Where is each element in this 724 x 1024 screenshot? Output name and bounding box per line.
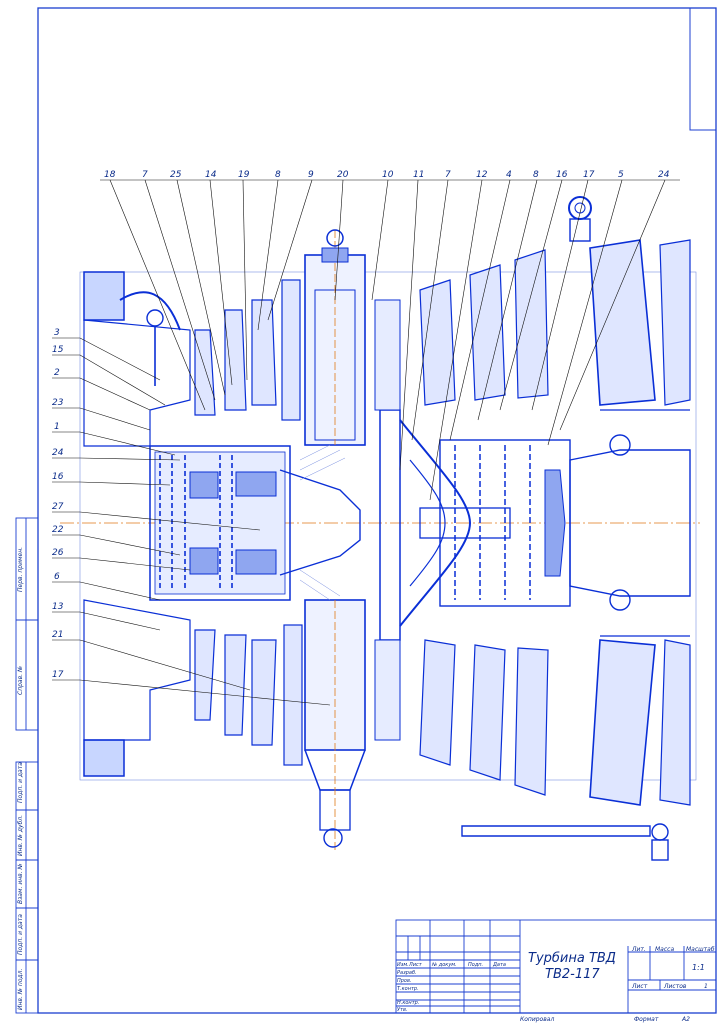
side-label-6: Инв. № подл. <box>17 969 24 1010</box>
callout-top-2: 25 <box>170 170 182 180</box>
left-shaft-block <box>149 445 361 601</box>
callout-left-6: 16 <box>52 472 64 482</box>
tb-row-2: Т.контр. <box>397 986 419 992</box>
turbine-disk <box>374 299 511 741</box>
callout-top-17: 24 <box>658 170 670 180</box>
tb-row-4: Н.контр. <box>397 1000 419 1006</box>
combustor-bottom <box>304 599 366 850</box>
callout-left-2: 2 <box>54 368 60 378</box>
inlet-housing <box>83 271 191 777</box>
combustor-top <box>304 229 366 446</box>
side-label-3: Инв. № дубл. <box>17 815 24 856</box>
footer-format-value: А2 <box>681 1016 690 1023</box>
callout-left-9: 26 <box>52 548 64 558</box>
left-blades-bottom <box>194 624 303 766</box>
callout-left-11: 13 <box>52 602 64 612</box>
callout-left-3: 23 <box>52 398 64 408</box>
tb-scale-value: 1:1 <box>692 963 705 972</box>
tb-header-1: Лист <box>408 962 423 968</box>
footer-format: Формат <box>634 1016 659 1023</box>
drawing-title-line2: ТВ2-117 <box>545 967 600 982</box>
right-blades-bottom <box>419 639 691 806</box>
tb-sheet-label: Лист <box>631 983 648 990</box>
callout-left-0: 3 <box>54 328 60 338</box>
callout-top-5: 8 <box>275 170 281 180</box>
drawing-title-line1: Турбина ТВД <box>528 951 616 966</box>
side-label-1: Справ. № <box>17 666 24 695</box>
callout-top-15: 17 <box>583 170 595 180</box>
side-label-0: Перв. примен. <box>17 547 24 592</box>
title-block <box>395 919 717 1014</box>
tb-header-4: Дата <box>492 962 506 968</box>
turbine-section-drawing <box>60 196 700 861</box>
side-label-4: Взам. инв. № <box>17 863 24 904</box>
callout-top-7: 20 <box>337 170 349 180</box>
linkage-rod <box>461 823 669 861</box>
outer-frame <box>37 7 717 1014</box>
tb-sheets-count: 1 <box>704 983 708 990</box>
tb-row-1: Пров. <box>397 978 412 984</box>
callout-top-3: 14 <box>205 170 217 180</box>
callout-left-13: 17 <box>52 670 64 680</box>
callout-top-1: 7 <box>142 170 148 180</box>
tb-col-scale: Масштаб <box>686 946 715 953</box>
callout-top-9: 11 <box>413 170 424 180</box>
callout-top-4: 19 <box>238 170 250 180</box>
tb-row-5: Утв. <box>397 1007 408 1013</box>
callout-top-14: 16 <box>556 170 568 180</box>
callout-left-10: 6 <box>54 572 60 582</box>
callout-left-12: 21 <box>52 630 63 640</box>
tb-col-lit: Лит. <box>631 946 646 953</box>
callout-left-4: 1 <box>54 422 60 432</box>
lifting-eye <box>568 196 592 242</box>
title-block-text: Изм. Лист № докум. Подп. Дата Разраб. Пр… <box>397 946 715 1013</box>
callout-top-8: 10 <box>382 170 394 180</box>
drawing-envelope <box>79 271 697 781</box>
section-hatching <box>299 444 346 601</box>
top-leaders <box>100 179 680 501</box>
top-callouts: 18 7 25 14 19 8 9 20 10 11 7 12 4 8 16 1… <box>104 170 670 180</box>
tb-row-0: Разраб. <box>397 970 417 976</box>
footer-copied: Копировал <box>520 1016 554 1023</box>
tb-sheets-label: Листов <box>663 983 687 990</box>
callout-left-7: 27 <box>52 502 64 512</box>
callout-left-8: 22 <box>52 525 64 535</box>
tb-header-3: Подп. <box>468 962 483 968</box>
tb-header-2: № докум. <box>431 962 457 968</box>
left-callouts: 3 15 2 23 1 24 16 27 22 26 6 13 21 17 <box>52 328 64 680</box>
callout-top-11: 12 <box>476 170 488 180</box>
side-label-2: Подп. и дата <box>17 762 24 803</box>
footer: Копировал Формат А2 <box>520 1016 690 1023</box>
callout-top-13: 8 <box>533 170 539 180</box>
side-strip-labels: Перв. примен. Справ. № Подп. и дата Инв.… <box>17 547 24 1010</box>
tb-col-mass: Масса <box>655 946 674 953</box>
callout-top-12: 4 <box>506 170 512 180</box>
side-strip <box>15 517 39 1014</box>
side-label-5: Подп. и дата <box>17 914 24 955</box>
callout-top-16: 5 <box>618 170 624 180</box>
left-blades-top <box>194 279 301 421</box>
left-leaders <box>52 337 331 706</box>
top-right-stamp-box <box>689 7 717 131</box>
callout-top-6: 9 <box>308 170 314 180</box>
tb-header-0: Изм. <box>397 962 409 968</box>
callout-top-0: 18 <box>104 170 116 180</box>
callout-top-10: 7 <box>445 170 451 180</box>
callout-left-1: 15 <box>52 345 64 355</box>
right-blades-top <box>419 239 691 406</box>
right-shaft <box>439 409 691 637</box>
callout-left-5: 24 <box>52 448 64 458</box>
